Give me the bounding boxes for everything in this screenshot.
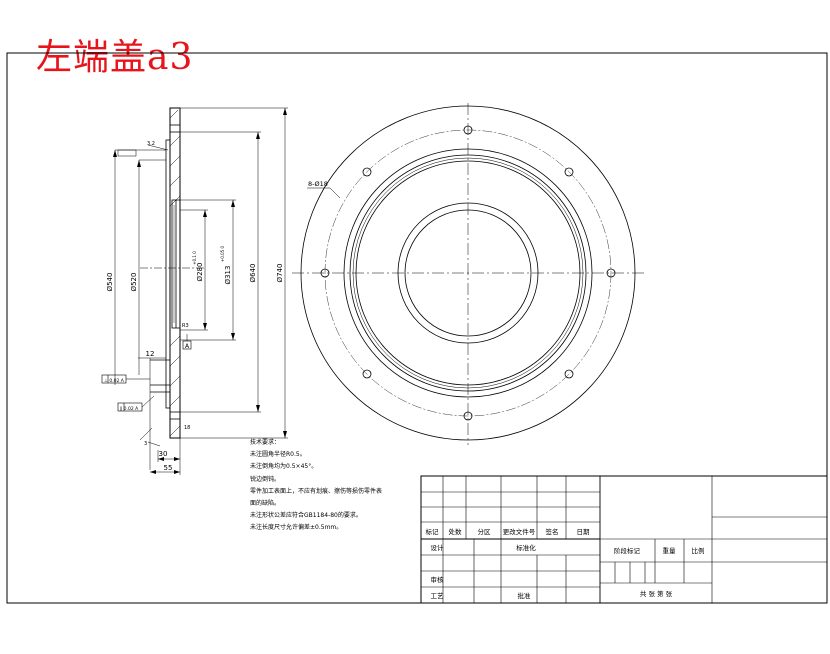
small-s: 3	[144, 441, 147, 447]
tb-scale: 比例	[692, 546, 705, 555]
title-block-grid	[420, 475, 828, 604]
tb-mark: 标记	[426, 527, 440, 536]
section-dim-texts: Ø540 Ø520 Ø280 Ø313 Ø640 Ø740 +0.1 0 +0.…	[104, 141, 284, 472]
note-line: 锐边倒钝。	[250, 475, 281, 483]
bolt-hole	[362, 369, 372, 379]
bolt-hole	[463, 411, 473, 421]
side-note: 18	[184, 425, 190, 431]
tb-standardize: 标准化	[516, 543, 536, 552]
dim-740: Ø740	[276, 264, 284, 283]
notes-heading: 技术要求：	[250, 439, 281, 446]
datum-letter: A	[185, 343, 190, 350]
section-view	[101, 107, 288, 475]
dim-640: Ø640	[249, 264, 257, 283]
dim-540: Ø540	[106, 273, 114, 292]
dim-313: Ø313	[224, 266, 232, 285]
tb-sheets: 共 张 第 张	[640, 589, 673, 598]
note-line: 未注形状公差应符合GB1184-80的要求。	[250, 512, 362, 520]
note-line: 未注长度尺寸允许偏差±0.5mm。	[250, 524, 343, 532]
dim-55: 55	[164, 464, 173, 472]
front-view	[292, 103, 645, 445]
title-block-texts: 标记 处数 分区 更改文件号 签名 日期 设计 标准化 审核 工艺 批准 阶段标…	[426, 527, 705, 600]
dim-520: Ø520	[130, 273, 138, 292]
fcf-lower-text: ∥ 0.02 A	[120, 406, 139, 412]
bolt-hole	[606, 268, 616, 278]
small-radius: R3	[182, 323, 189, 329]
note-line: 零件加工表面上，不应有划痕、擦伤等损伤零件表	[250, 487, 383, 495]
bolt-hole	[564, 167, 574, 177]
tb-signature: 签名	[546, 527, 559, 536]
note-line: 未注圆角半径R0.5。	[250, 451, 306, 459]
dim-12: 12	[146, 350, 155, 358]
tol-313: +0.05 0	[220, 246, 225, 263]
tb-weight: 重量	[663, 547, 677, 555]
top-note: 3.2	[147, 141, 155, 147]
note-line: 未注倒角均为0.5×45°。	[250, 463, 318, 471]
bolt-holes	[320, 125, 616, 421]
tb-count: 处数	[449, 527, 463, 536]
note-line: 面的缺陷。	[250, 500, 281, 508]
tb-stage-mark: 阶段标记	[614, 546, 641, 555]
tb-approve: 批准	[518, 591, 532, 600]
fcf-upper-text: ⊥ 0.02 A	[104, 378, 125, 384]
tol-280: +0.1 0	[192, 251, 197, 265]
bolt-hole	[320, 268, 330, 278]
bolt-hole	[362, 167, 372, 177]
tb-design: 设计	[431, 543, 445, 552]
drawing-title: 左端盖a3	[36, 37, 194, 78]
bolt-hole	[463, 125, 473, 135]
sheet-border	[6, 52, 828, 604]
dim-30: 30	[159, 450, 168, 458]
tb-date: 日期	[577, 528, 591, 536]
tb-process: 工艺	[431, 592, 445, 600]
tb-change-doc: 更改文件号	[503, 527, 536, 536]
dim-280: Ø280	[196, 263, 204, 282]
technical-notes: 技术要求： 未注圆角半径R0.5。 未注倒角均为0.5×45°。 锐边倒钝。 零…	[250, 437, 382, 535]
tb-review: 审核	[431, 575, 445, 584]
bolt-hole	[564, 369, 574, 379]
holes-callout: 8-Ø18	[308, 180, 328, 188]
tb-zone: 分区	[478, 527, 492, 536]
